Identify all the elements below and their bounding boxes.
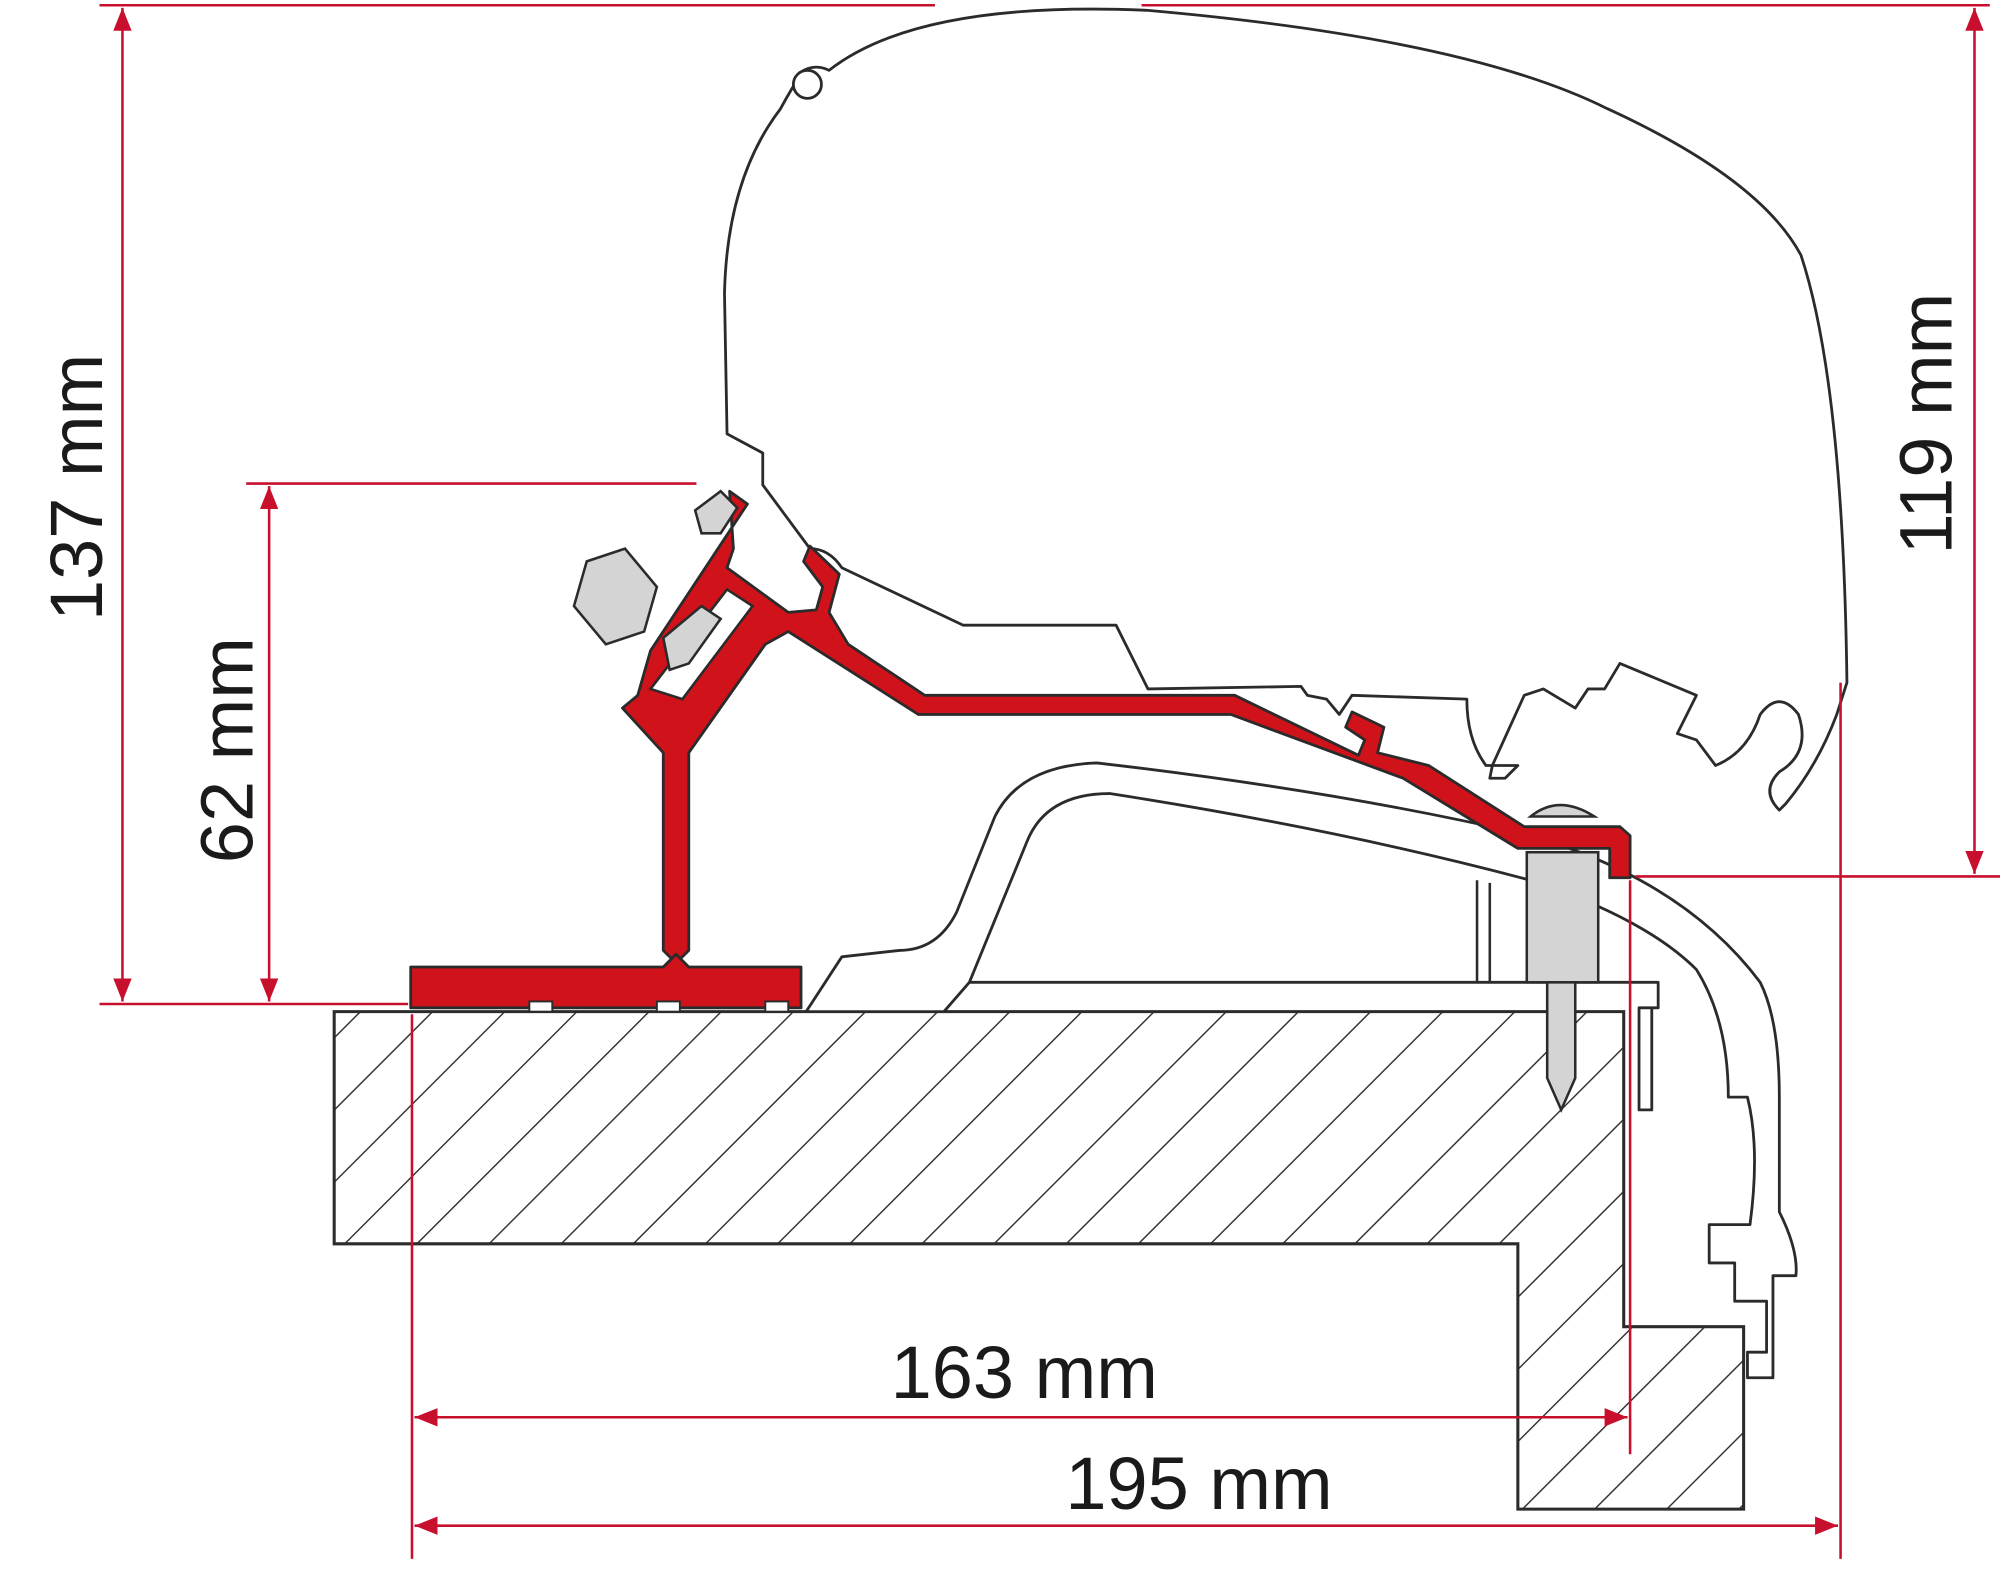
- cassette-seal-bead: [791, 68, 823, 100]
- total-height-label: 137 mm: [35, 354, 118, 621]
- dimension-lines: [99, 3, 2000, 1559]
- awning-cassette: [723, 7, 1849, 812]
- roof-wall-section: [332, 1010, 1746, 1511]
- total-width-label: 195 mm: [1065, 1442, 1332, 1525]
- fixing-screw: [1525, 803, 1600, 1114]
- inner-width-label: 163 mm: [891, 1331, 1158, 1414]
- bolt-and-nut: [572, 489, 739, 672]
- bracket-height-label: 62 mm: [186, 637, 269, 863]
- adapter-bracket: [409, 489, 1632, 1013]
- roof-rail-profile: [804, 761, 1798, 1380]
- awning-height-label: 119 mm: [1885, 293, 1968, 555]
